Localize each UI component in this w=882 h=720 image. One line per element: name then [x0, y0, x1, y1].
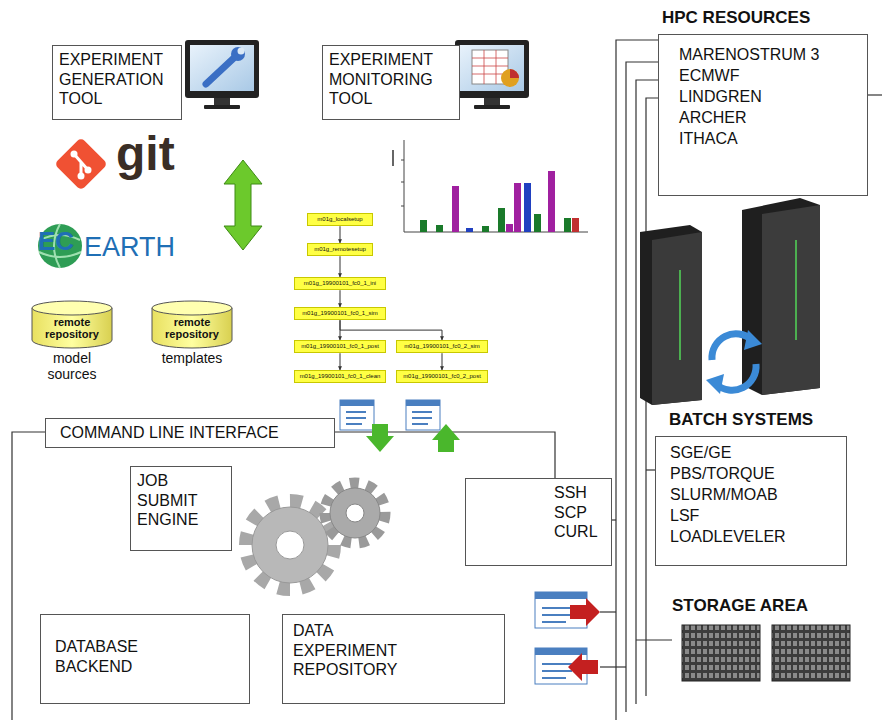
- protocol-box: SSH SCP CURL: [465, 478, 612, 566]
- batch-panel: BATCH SYSTEMSSGE/GEPBS/TORQUESLURM/MOABL…: [655, 410, 847, 566]
- box-label: SSH SCP CURL: [554, 483, 605, 542]
- panel-frame: SGE/GEPBS/TORQUESLURM/MOABLSFLOADLEVELER: [655, 436, 847, 566]
- flow-connector: [340, 256, 341, 277]
- panel-frame: MARENOSTRUM 3ECMWFLINDGRENARCHERITHACA: [658, 34, 868, 196]
- list-item: MARENOSTRUM 3: [679, 45, 847, 66]
- job-box: m01g_localsetup: [307, 213, 373, 226]
- cylinder-label: remote repository: [30, 300, 114, 342]
- list-item: LINDGREN: [679, 87, 847, 108]
- job-label: m01g_19900101_fc0_1_clean: [297, 373, 383, 380]
- engine-box: JOB SUBMIT ENGINE: [130, 466, 232, 551]
- repository-cylinder: remote repositorymodel sources: [30, 300, 114, 382]
- interface-box: COMMAND LINE INTERFACE: [45, 418, 335, 448]
- panel-heading: HPC RESOURCES: [658, 8, 868, 34]
- list-item: LSF: [670, 506, 832, 527]
- box-label: COMMAND LINE INTERFACE: [60, 423, 320, 443]
- server-tower: [640, 198, 820, 405]
- job-label: m01g_19900101_fc0_1_sim: [297, 310, 383, 317]
- logo-text: EC: [38, 226, 74, 257]
- repository-cylinder: remote repositorytemplates: [150, 300, 234, 366]
- logo-text: git: [116, 126, 175, 181]
- job-label: m01g_19900101_fc0_1_post: [297, 343, 383, 350]
- job-label: m01g_19900101_fc0_1_ini: [297, 280, 383, 287]
- sync-arrows: [706, 330, 762, 394]
- box-label: JOB SUBMIT ENGINE: [137, 471, 225, 530]
- job-label: m01g_localsetup: [310, 216, 370, 223]
- box-label: DATA EXPERIMENT REPOSITORY: [293, 621, 421, 680]
- job-box: m01g_19900101_fc0_1_ini: [294, 277, 386, 290]
- gear-icon: [246, 483, 385, 589]
- list-item: SGE/GE: [670, 443, 832, 464]
- box-label: EXPERIMENT GENERATION TOOL: [59, 50, 175, 109]
- cylinder-label: remote repository: [150, 300, 234, 342]
- list-item: ARCHER: [679, 108, 847, 129]
- job-box: m01g_19900101_fc0_1_post: [294, 340, 386, 353]
- area-label: STORAGE AREA: [672, 596, 808, 616]
- monitor-icon: [455, 40, 529, 109]
- flow-connector: [340, 290, 341, 307]
- list-item: LOADLEVELER: [670, 527, 832, 548]
- resource-panel: HPC RESOURCESMARENOSTRUM 3ECMWFLINDGRENA…: [658, 8, 868, 196]
- panel-heading: BATCH SYSTEMS: [655, 410, 847, 436]
- list-item: PBS/TORQUE: [670, 464, 832, 485]
- tool-box: EXPERIMENT MONITORING TOOL: [322, 45, 460, 120]
- flow-connector: [340, 226, 341, 243]
- list-item: ECMWF: [679, 66, 847, 87]
- job-box: m01g_remotesetup: [307, 243, 373, 256]
- bar-chart: [392, 140, 588, 232]
- double-arrow: [224, 160, 262, 250]
- job-box: m01g_19900101_fc0_1_sim: [294, 307, 386, 320]
- flow-connector: [340, 320, 442, 340]
- box-label: DATABASE BACKEND: [55, 637, 155, 676]
- cylinder-caption: templates: [150, 342, 234, 366]
- flow-connector: [442, 353, 443, 370]
- job-label: m01g_remotesetup: [310, 246, 370, 253]
- monitor-icon: [185, 40, 259, 109]
- database-box: DATABASE BACKEND: [40, 614, 250, 704]
- tool-box: EXPERIMENT GENERATION TOOL: [52, 45, 182, 120]
- job-label: m01g_19900101_fc0_2_sim: [399, 343, 485, 350]
- box-label: EXPERIMENT MONITORING TOOL: [329, 50, 453, 109]
- git-logo: [54, 137, 108, 191]
- list-item: ITHACA: [679, 129, 847, 150]
- job-box: m01g_19900101_fc0_1_clean: [294, 370, 386, 383]
- flow-connector: [340, 353, 341, 370]
- job-box: m01g_19900101_fc0_2_post: [396, 370, 488, 383]
- repository-box: DATA EXPERIMENT REPOSITORY: [282, 614, 505, 704]
- job-label: m01g_19900101_fc0_2_post: [399, 373, 485, 380]
- cylinder-caption: model sources: [30, 342, 114, 382]
- job-box: m01g_19900101_fc0_2_sim: [396, 340, 488, 353]
- globe-logo: [38, 224, 82, 268]
- logo-text: EARTH: [84, 232, 175, 263]
- list-item: SLURM/MOAB: [670, 485, 832, 506]
